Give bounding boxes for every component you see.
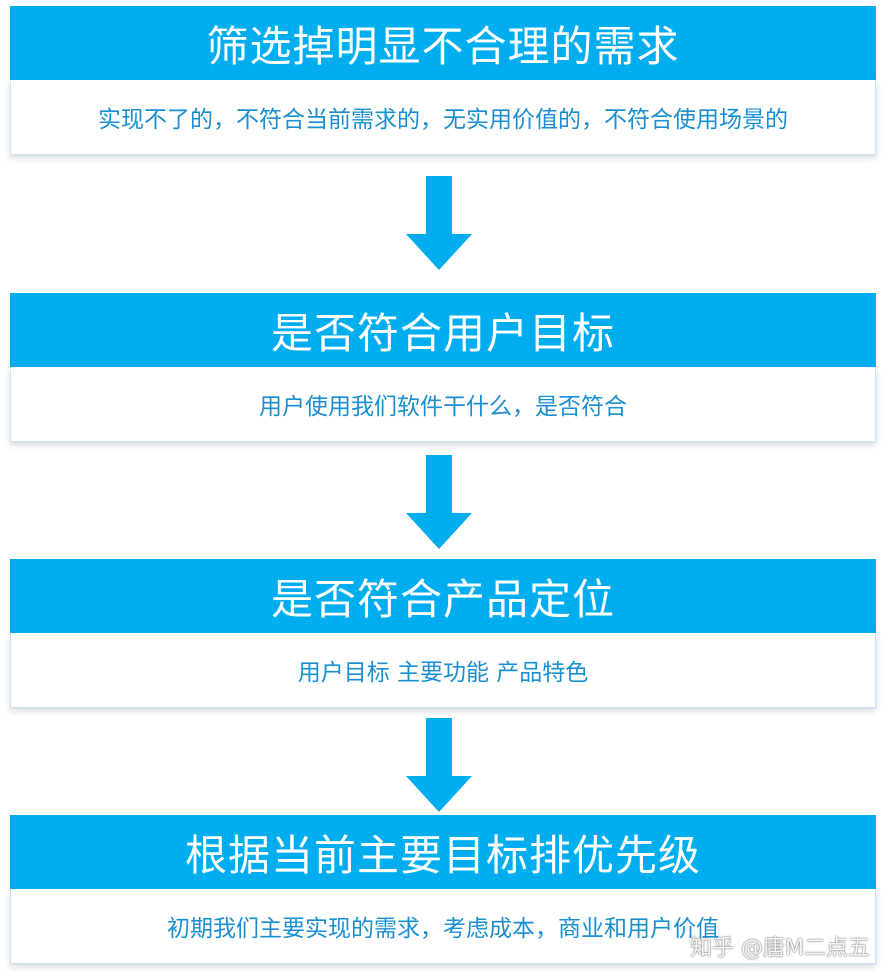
step-description: 用户目标 主要功能 产品特色 — [10, 633, 876, 708]
flow-step-1: 筛选掉明显不合理的需求 实现不了的，不符合当前需求的，无实用价值的，不符合使用场… — [10, 6, 876, 155]
down-arrow-icon — [406, 455, 472, 549]
step-title: 根据当前主要目标排优先级 — [10, 815, 876, 889]
flow-step-3: 是否符合产品定位 用户目标 主要功能 产品特色 — [10, 559, 876, 708]
down-arrow-icon — [406, 176, 472, 270]
flow-step-2: 是否符合用户目标 用户使用我们软件干什么，是否符合 — [10, 293, 876, 442]
step-description: 用户使用我们软件干什么，是否符合 — [10, 367, 876, 442]
watermark: 知乎 @唐M二点五 — [690, 936, 870, 961]
step-description: 实现不了的，不符合当前需求的，无实用价值的，不符合使用场景的 — [10, 80, 876, 155]
down-arrow-icon — [406, 718, 472, 812]
step-title: 是否符合用户目标 — [10, 293, 876, 367]
step-title: 筛选掉明显不合理的需求 — [10, 6, 876, 80]
flow-step-4: 根据当前主要目标排优先级 初期我们主要实现的需求，考虑成本，商业和用户价值 — [10, 815, 876, 964]
step-title: 是否符合产品定位 — [10, 559, 876, 633]
step-description: 初期我们主要实现的需求，考虑成本，商业和用户价值 — [10, 889, 876, 964]
